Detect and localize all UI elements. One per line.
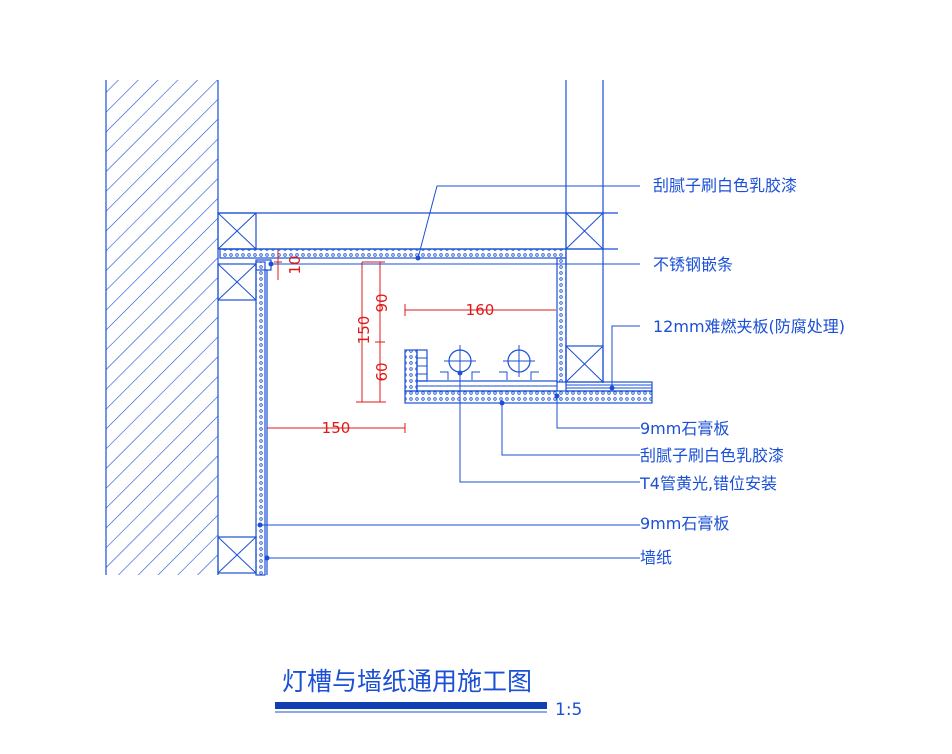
- concrete-wall: [105, 80, 219, 575]
- dim-160: 160: [466, 301, 495, 319]
- leader-dot: [415, 255, 421, 261]
- label-gypsum-1: 9mm石膏板: [640, 419, 729, 438]
- dim-10: 10: [286, 255, 304, 274]
- ceiling-gypsum-board: [219, 248, 567, 259]
- dim-60: 60: [373, 362, 391, 381]
- dimensions: [267, 250, 556, 433]
- label-steel-strip: 不锈钢嵌条: [653, 255, 733, 274]
- label-wallpaper: 墙纸: [640, 548, 672, 567]
- dim-150-vertical: 150: [355, 316, 373, 345]
- plywood-lower-ceiling: [565, 381, 653, 392]
- lamp-2: [499, 345, 539, 380]
- dim-150-horizontal: 150: [322, 419, 351, 437]
- leaders: [257, 185, 640, 561]
- dim-90: 90: [373, 293, 391, 312]
- batten-step: [565, 345, 604, 383]
- trough-bottom-board: [404, 349, 653, 404]
- drawing-title: 灯槽与墙纸通用施工图: [282, 667, 532, 696]
- label-plywood: 12mm难燃夹板(防腐处理): [653, 317, 845, 336]
- batten-top-right: [565, 212, 604, 250]
- label-gypsum-2: 9mm石膏板: [640, 514, 729, 533]
- wall-gypsum-board: [255, 259, 272, 576]
- batten-top-left: [217, 212, 257, 250]
- title-underline: [275, 702, 547, 709]
- label-t4-lamp: T4管黄光,错位安装: [639, 474, 777, 493]
- trough-side-board: [556, 257, 567, 383]
- ceiling-joist: [218, 212, 618, 250]
- label-putty-paint-2: 刮腻子刷白色乳胶漆: [640, 446, 784, 465]
- scale-label: 1:5: [555, 700, 582, 720]
- label-putty-paint-1: 刮腻子刷白色乳胶漆: [653, 176, 797, 195]
- batten-wall-lower: [217, 536, 257, 574]
- batten-wall-upper: [217, 263, 257, 301]
- lamp-1: [440, 345, 480, 380]
